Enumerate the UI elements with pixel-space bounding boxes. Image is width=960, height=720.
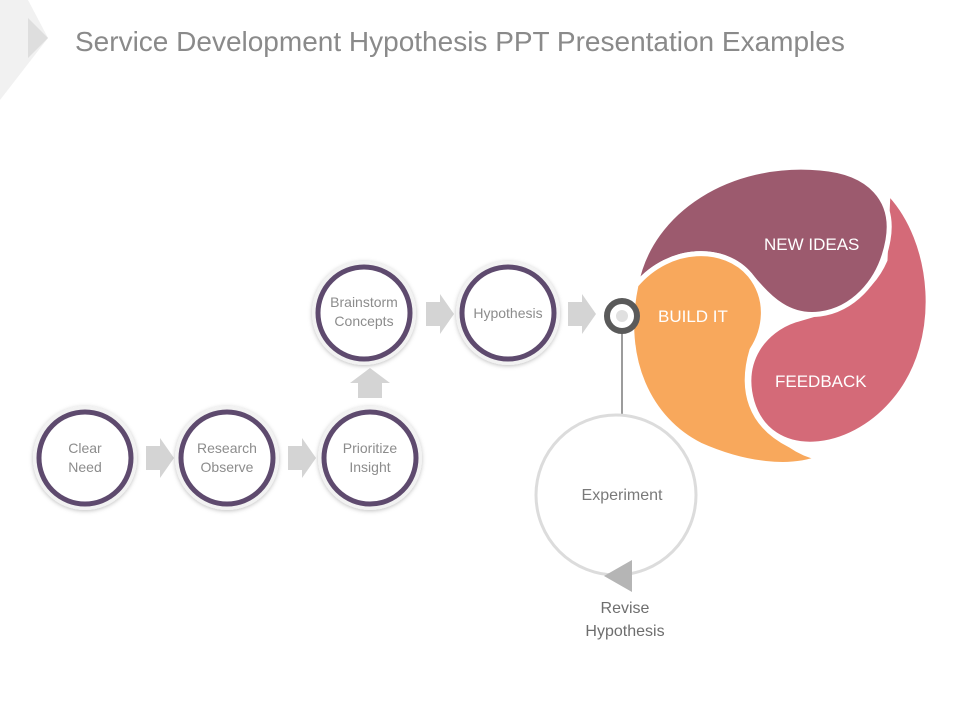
experiment-loop (534, 330, 698, 592)
experiment-label: Experiment (581, 487, 663, 504)
new-ideas-label: NEW IDEAS (764, 235, 860, 254)
arrow-right-icon (146, 438, 174, 478)
arrow-right-icon (568, 294, 596, 334)
node-research-observe (175, 406, 279, 510)
process-circles (33, 261, 560, 510)
revise-hypothesis-label: Revise Hypothesis (585, 600, 665, 640)
node-label-research-observe: Research Observe (197, 440, 257, 475)
node-label-brainstorm-concepts: Brainstorm Concepts (330, 294, 398, 329)
node-brainstorm-concepts (312, 261, 416, 365)
node-label-hypothesis: Hypothesis (473, 305, 543, 321)
node-clear-need (33, 406, 137, 510)
page-title: Service Development Hypothesis PPT Prese… (75, 26, 845, 57)
node-label-clear-need: Clear Need (68, 440, 102, 475)
node-prioritize-insight (318, 406, 422, 510)
cycle-diagram (629, 164, 931, 467)
connector-ring-icon (604, 298, 640, 334)
build-it-label: BUILD IT (658, 307, 728, 326)
feedback-label: FEEDBACK (775, 372, 867, 391)
flow-arrows (146, 294, 596, 478)
corner-chevron-decoration (0, 0, 48, 100)
arrow-up-icon (350, 368, 390, 398)
build-it-shape (629, 251, 829, 467)
node-hypothesis (456, 261, 560, 365)
node-label-prioritize-insight: Prioritize Insight (342, 440, 398, 475)
loop-arrow-icon (604, 560, 632, 592)
arrow-right-icon (288, 438, 316, 478)
arrow-right-icon (426, 294, 454, 334)
